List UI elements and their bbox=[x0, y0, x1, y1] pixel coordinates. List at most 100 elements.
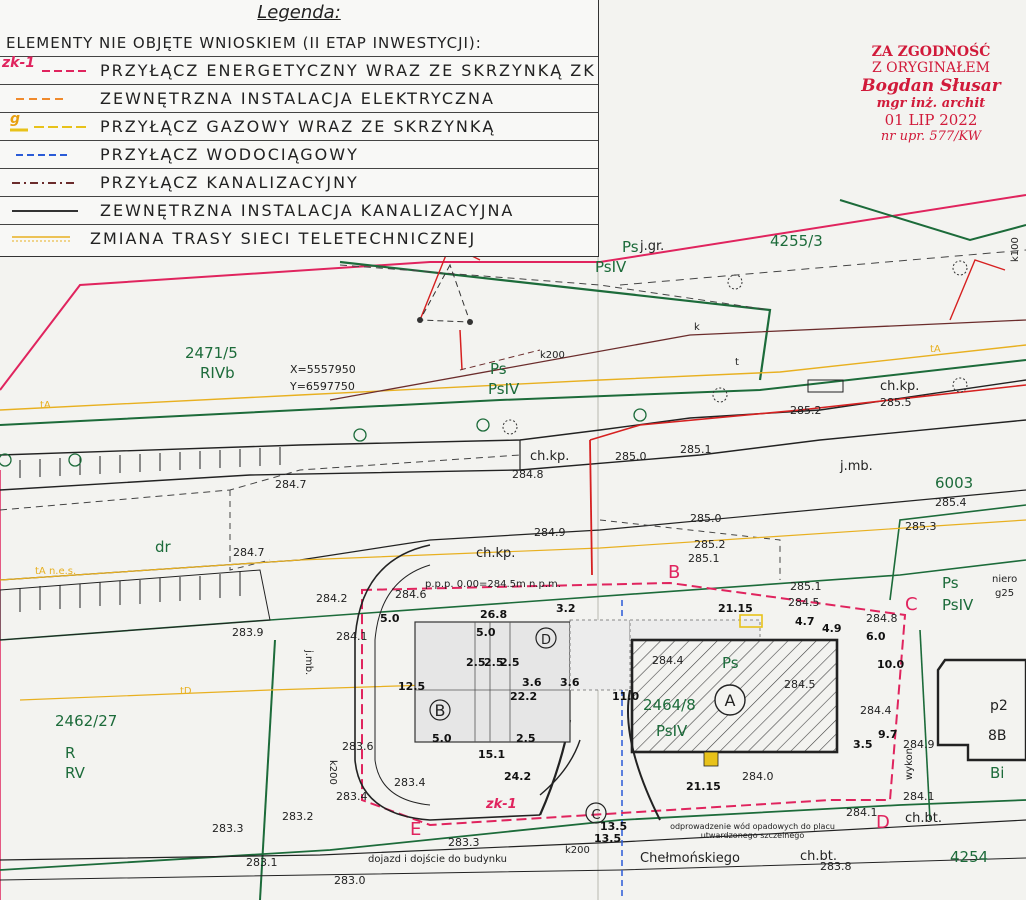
svg-text:283.4: 283.4 bbox=[394, 776, 426, 789]
legend-row-gas: g PRZYŁĄCZ GAZOWY WRAZ ZE SKRZYNKĄ bbox=[0, 111, 598, 139]
svg-text:285.3: 285.3 bbox=[905, 520, 937, 533]
label-chbt-2: ch.bt. bbox=[800, 849, 837, 864]
landuse-bi: Bi bbox=[990, 764, 1004, 782]
svg-text:t: t bbox=[735, 357, 739, 368]
building-p2: p2 bbox=[990, 698, 1008, 714]
stamp-line-6: nr upr. 577/KW bbox=[880, 129, 982, 144]
investment-plot bbox=[361, 581, 907, 827]
electric-line-symbol bbox=[16, 98, 66, 100]
neighbour-building bbox=[936, 658, 1026, 762]
stamp-line-4: mgr inż. archit bbox=[876, 96, 986, 111]
svg-text:284.4: 284.4 bbox=[860, 704, 892, 717]
landuse-psiv-mid: PsIV bbox=[488, 380, 520, 398]
svg-text:285.0: 285.0 bbox=[690, 512, 722, 525]
svg-text:4.9: 4.9 bbox=[822, 622, 842, 635]
svg-text:10.0: 10.0 bbox=[877, 658, 904, 671]
landuse-ps-north: Ps bbox=[622, 238, 639, 256]
label-wykon: niero bbox=[992, 574, 1017, 585]
label-jmb-east: j.mb. bbox=[839, 459, 873, 474]
svg-text:284.4: 284.4 bbox=[652, 654, 684, 667]
power-line-symbol bbox=[42, 70, 86, 72]
legend-label-water: PRZYŁĄCZ WODOCIĄGOWY bbox=[100, 145, 359, 164]
svg-text:2.5: 2.5 bbox=[466, 656, 486, 669]
svg-text:285.1: 285.1 bbox=[790, 580, 822, 593]
plot-boundary-north bbox=[0, 194, 1026, 391]
svg-text:tD: tD bbox=[180, 686, 192, 697]
parcel-6003: 6003 bbox=[935, 474, 973, 492]
svg-text:3.2: 3.2 bbox=[556, 602, 576, 615]
svg-text:284.7: 284.7 bbox=[233, 546, 265, 559]
landuse-ps-building: Ps bbox=[722, 654, 739, 672]
sewer-ext-line-symbol bbox=[12, 210, 78, 212]
level-note: p.p.p. 0.00=284.5m n.p.m. bbox=[425, 579, 561, 590]
svg-text:13.5: 13.5 bbox=[594, 832, 621, 845]
legend-label-electric: ZEWNĘTRZNA INSTALACJA ELEKTRYCZNA bbox=[100, 89, 495, 108]
svg-text:283.6: 283.6 bbox=[342, 740, 374, 753]
svg-text:k200: k200 bbox=[327, 760, 338, 785]
svg-text:k200: k200 bbox=[540, 350, 565, 361]
svg-text:283.3: 283.3 bbox=[212, 822, 244, 835]
label-chkp-3: ch.kp. bbox=[476, 546, 515, 561]
building-8b: 8B bbox=[988, 728, 1007, 744]
svg-text:283.3: 283.3 bbox=[448, 836, 480, 849]
legend-row-sewer-ext: ZEWNĘTRZNA INSTALACJA KANALIZACYJNA bbox=[0, 196, 598, 223]
svg-text:24.2: 24.2 bbox=[504, 770, 531, 783]
label-niero: g25 bbox=[995, 588, 1014, 599]
landuse-ps-mid: Ps bbox=[490, 360, 507, 378]
svg-text:285.2: 285.2 bbox=[694, 538, 726, 551]
parcel-2471-5: 2471/5 bbox=[185, 344, 238, 362]
svg-text:283.8: 283.8 bbox=[820, 860, 852, 873]
landuse-dr: dr bbox=[155, 538, 172, 556]
svg-text:285.2: 285.2 bbox=[790, 404, 822, 417]
pipe-labels: k200 k200 k100 k200 k t tA tA tD tA n.e.… bbox=[35, 237, 1021, 856]
svg-text:284.5: 284.5 bbox=[788, 596, 820, 609]
svg-text:284.7: 284.7 bbox=[275, 478, 307, 491]
legend-label-tele: ZMIANA TRASY SIECI TELETECHNICZNEJ bbox=[90, 229, 477, 248]
svg-text:tA: tA bbox=[40, 400, 51, 411]
svg-text:284.0: 284.0 bbox=[742, 770, 774, 783]
svg-text:285.1: 285.1 bbox=[688, 552, 720, 565]
svg-text:k: k bbox=[694, 322, 700, 333]
legend-row-water: PRZYŁĄCZ WODOCIĄGOWY bbox=[0, 140, 598, 167]
landuse-rivb: RIVb bbox=[200, 364, 235, 382]
parcel-line-east bbox=[839, 199, 1026, 242]
svg-text:284.5: 284.5 bbox=[784, 678, 816, 691]
svg-text:11.0: 11.0 bbox=[612, 690, 639, 703]
landuse-psiv-north: PsIV bbox=[595, 258, 627, 276]
svg-text:284.9: 284.9 bbox=[534, 526, 566, 539]
svg-text:2.5: 2.5 bbox=[516, 732, 536, 745]
point-b: B bbox=[668, 562, 680, 583]
legend-row-power: zk-1 PRZYŁĄCZ ENERGETYCZNY WRAZ ZE SKRZY… bbox=[0, 55, 598, 83]
tele-line-symbol bbox=[12, 236, 70, 242]
landuse-rv: RV bbox=[65, 764, 86, 782]
svg-text:22.2: 22.2 bbox=[510, 690, 537, 703]
stamp-line-2: Z ORYGINAŁEM bbox=[871, 60, 990, 76]
drain-note: odprowadzenie wód opadowych do placu utw… bbox=[670, 822, 835, 840]
stamp-line-1: ZA ZGODNOŚĆ bbox=[871, 44, 991, 60]
label-jmb-road: j.mb. bbox=[303, 649, 314, 675]
legend-row-sewer: PRZYŁĄCZ KANALIZACYJNY bbox=[0, 168, 598, 195]
svg-text:3.6: 3.6 bbox=[560, 676, 580, 689]
svg-text:3.6: 3.6 bbox=[522, 676, 542, 689]
svg-text:284.2: 284.2 bbox=[316, 592, 348, 605]
landuse-ps-east: Ps bbox=[942, 574, 959, 592]
legend-heading: ELEMENTY NIE OBJĘTE WNIOSKIEM (II ETAP I… bbox=[6, 34, 482, 52]
legend-code-zk1: zk-1 bbox=[2, 55, 36, 71]
svg-text:tA n.e.s.: tA n.e.s. bbox=[35, 566, 76, 577]
svg-text:k100: k100 bbox=[1010, 237, 1021, 262]
svg-text:284.1: 284.1 bbox=[336, 630, 368, 643]
svg-text:283.4: 283.4 bbox=[336, 790, 368, 803]
svg-text:285.0: 285.0 bbox=[615, 450, 647, 463]
svg-text:283.9: 283.9 bbox=[232, 626, 264, 639]
point-e: E bbox=[410, 819, 421, 840]
svg-text:2.5: 2.5 bbox=[500, 656, 520, 669]
svg-text:283.1: 283.1 bbox=[246, 856, 278, 869]
svg-text:284.1: 284.1 bbox=[903, 790, 935, 803]
certification-stamp: ZA ZGODNOŚĆ Z ORYGINAŁEM Bogdan Słusar m… bbox=[836, 44, 1026, 144]
legend-code-gas: g bbox=[10, 111, 21, 127]
svg-text:284.8: 284.8 bbox=[866, 612, 898, 625]
svg-text:284.9: 284.9 bbox=[903, 738, 935, 751]
label-jgr: j.gr. bbox=[639, 239, 664, 254]
parcel-2464-8: 2464/8 bbox=[643, 696, 696, 714]
elevations: 285.2 285.5 285.0 285.1 284.8 284.7 284.… bbox=[212, 396, 967, 887]
